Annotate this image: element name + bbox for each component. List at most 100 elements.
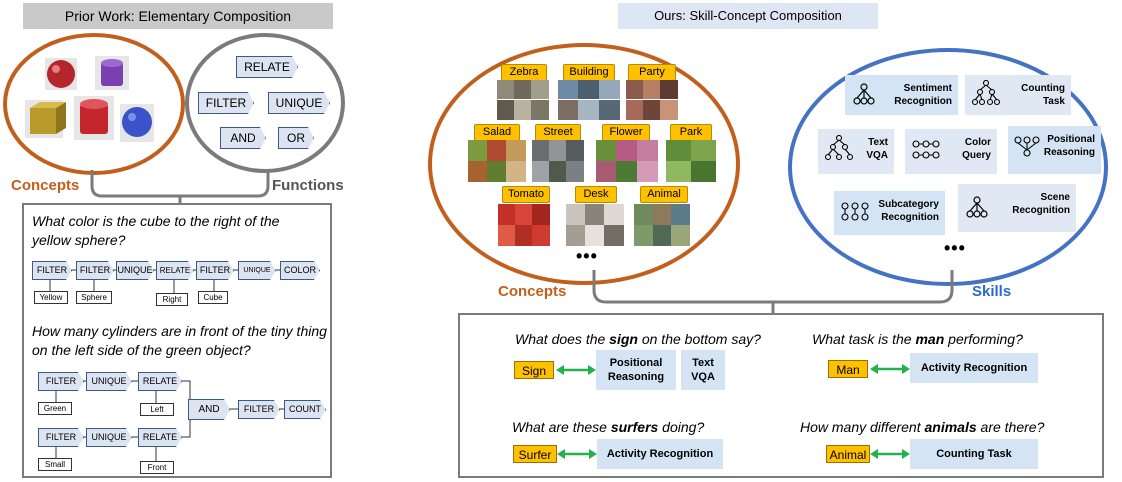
example-4-q-pre: How many different	[800, 419, 925, 435]
function-or: OR	[278, 127, 314, 149]
example-3-concept: Surfer	[513, 445, 557, 463]
ours-header: Ours: Skill-Concept Composition	[618, 3, 878, 29]
skill-sentiment-line1: Sentiment	[903, 83, 952, 94]
example-2-concept: Man	[828, 360, 868, 378]
park-images	[666, 140, 716, 182]
example-1-question: What does the sign on the bottom say?	[515, 330, 761, 349]
p1-arg-yellow: Yellow	[34, 291, 68, 304]
p2-arg-left: Left	[140, 403, 174, 416]
concepts-label-right: Concepts	[498, 283, 567, 300]
concept-tag-party: Party	[628, 64, 676, 81]
prior-work-header: Prior Work: Elementary Composition	[23, 3, 333, 29]
p1-node-relate: RELATE	[156, 261, 194, 280]
example-4-concept: Animal	[826, 445, 870, 463]
concept-tag-salad: Salad	[474, 124, 520, 141]
example-3-q-bold: surfers	[610, 419, 659, 435]
skill-counting-line1: Counting	[1021, 83, 1065, 94]
skill-scene-recognition: Scene Recognition	[958, 184, 1076, 232]
skills-ellipsis: •••	[944, 238, 966, 258]
grid-nodes-icon	[841, 202, 869, 221]
skill-color-query: Color Query	[905, 129, 997, 174]
example-1-skill1-line2: Reasoning	[607, 371, 665, 383]
p1-arg-cube: Cube	[198, 291, 228, 304]
skills-ellipse	[788, 48, 1108, 286]
concept-tag-flower: Flower	[602, 124, 650, 141]
functions-label: Functions	[272, 177, 344, 194]
function-relate: RELATE	[236, 56, 298, 78]
tree-icon	[971, 80, 1001, 106]
skill-counting-line2: Task	[1042, 96, 1065, 107]
example-3-q-pre: What are these	[512, 419, 611, 435]
grid-nodes-icon	[912, 140, 940, 159]
functions-ellipse	[185, 33, 345, 173]
p1-node-unique-1: UNIQUE	[116, 261, 154, 280]
example-3-skill: Activity Recognition	[597, 439, 723, 469]
example-2-question: What task is the man performing?	[812, 330, 1023, 349]
skill-text-vqa: Text VQA	[818, 129, 894, 174]
example-2-q-pre: What task is the	[812, 331, 916, 347]
p2-node-and: AND	[188, 399, 230, 420]
p2-arg-green: Green	[38, 402, 72, 415]
party-images	[626, 80, 678, 120]
p2-arg-small: Small	[38, 458, 72, 471]
function-unique: UNIQUE	[268, 92, 330, 114]
example-1-skill1-line1: Positional	[609, 357, 663, 369]
concepts-ellipsis: •••	[576, 246, 598, 266]
double-arrow-icon	[870, 449, 910, 459]
example-1-skill2-line2: VQA	[691, 371, 715, 383]
tree-icon	[824, 135, 854, 161]
skill-sentiment-line2: Recognition	[894, 96, 952, 107]
skill-color-line1: Color	[964, 137, 991, 148]
p2-node-filter-3: FILTER	[238, 400, 280, 419]
p2-node-count: COUNT	[284, 400, 326, 419]
question-1: What color is the cube to the right of t…	[32, 213, 280, 248]
p1-node-unique-2: UNIQUE	[238, 261, 276, 280]
double-arrow-icon	[870, 364, 910, 374]
example-1-q-pre: What does the	[515, 331, 610, 347]
skill-scene-line2: Recognition	[1012, 205, 1070, 216]
example-1-q-bold: sign	[609, 331, 638, 347]
skills-label: Skills	[972, 283, 1012, 300]
zebra-images	[497, 80, 549, 120]
concepts-label-left: Concepts	[11, 177, 80, 194]
p2-node-relate-1: RELATE	[138, 372, 182, 391]
concept-tag-street: Street	[535, 124, 581, 141]
skill-subcategory-line2: Recognition	[881, 212, 939, 223]
animal-images	[634, 204, 690, 246]
skill-sentiment-recognition: Sentiment Recognition	[845, 75, 958, 115]
skill-positional-line1: Positional	[1047, 134, 1095, 145]
concepts-ellipse-left	[3, 33, 185, 175]
p1-node-filter-1: FILTER	[32, 261, 72, 280]
tree-icon	[966, 196, 988, 218]
p2-arg-front: Front	[140, 461, 174, 474]
skill-text-line2: VQA	[866, 150, 888, 161]
example-1-q-post: on the bottom say?	[637, 331, 761, 347]
example-3-question: What are these surfers doing?	[512, 418, 704, 437]
example-1-concept: Sign	[514, 361, 554, 379]
skill-counting-task: Counting Task	[965, 75, 1071, 115]
flower-images	[596, 140, 658, 182]
concept-tag-park: Park	[670, 124, 712, 141]
double-arrow-icon	[556, 365, 596, 375]
street-images	[532, 140, 584, 182]
concepts-ellipse-right	[428, 43, 740, 285]
example-4-skill: Counting Task	[910, 439, 1038, 469]
program-2-lines	[55, 380, 284, 461]
skill-text-line1: Text	[868, 137, 888, 148]
concept-tag-animal: Animal	[640, 186, 688, 203]
p2-node-unique-2: UNIQUE	[86, 428, 132, 447]
skill-positional-reasoning: Positional Reasoning	[1008, 126, 1101, 174]
skill-scene-line1: Scene	[1040, 192, 1070, 203]
concept-tag-building: Building	[563, 64, 615, 81]
left-connector	[90, 170, 270, 204]
function-and: AND	[220, 127, 266, 149]
salad-images	[468, 140, 526, 182]
example-1-skill2-line1: Text	[692, 357, 714, 369]
tree-icon	[853, 83, 875, 105]
p1-arg-sphere: Sphere	[76, 291, 112, 304]
skill-color-line2: Query	[962, 150, 991, 161]
p1-node-filter-2: FILTER	[76, 261, 114, 280]
p2-node-unique-1: UNIQUE	[86, 372, 132, 391]
concept-tag-desk: Desk	[575, 186, 617, 203]
